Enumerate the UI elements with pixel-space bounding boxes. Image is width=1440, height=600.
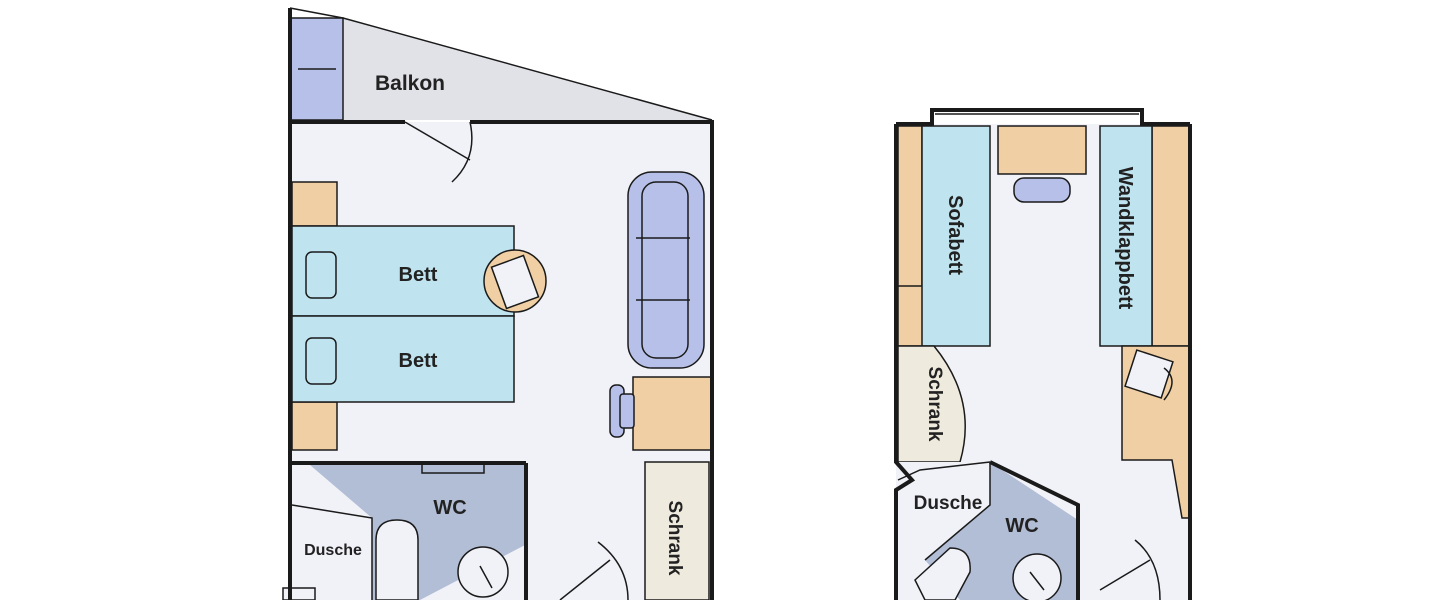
cabin-right-wall-left — [894, 124, 916, 600]
pillow-top — [305, 251, 337, 299]
bathroom-left: WC Dusche — [282, 462, 526, 600]
bath-right-wall — [989, 460, 1080, 600]
shower-partition — [291, 504, 373, 600]
shower-right-label: Dusche — [914, 493, 983, 514]
sink-right-tap — [1029, 571, 1045, 591]
bathroom-right: Dusche WC — [897, 461, 1078, 600]
balcony-label: Balkon — [375, 72, 445, 95]
wall-bed-frame — [1151, 125, 1191, 347]
sofa-bed-label: Sofabett — [944, 195, 966, 275]
balcony-railing — [342, 17, 713, 121]
wc-left-label: WC — [433, 497, 466, 519]
entry-right-door-leaf — [1099, 559, 1151, 591]
nightstand-top — [291, 181, 338, 227]
wc-right-label: WC — [1005, 515, 1038, 537]
cabin-right: Sofabett Wandklappbett Schrank Dusche WC — [894, 108, 1192, 600]
entry-door-leaf — [559, 559, 611, 600]
desk-left — [632, 376, 712, 451]
balcony-door-swing — [451, 121, 473, 183]
sofa-bed — [921, 125, 991, 347]
shower-tray — [282, 587, 316, 600]
closet-left-label: Schrank — [664, 501, 685, 576]
desk-stool-seat — [619, 393, 635, 429]
sink-right — [1012, 553, 1062, 600]
shower-right-partition — [924, 462, 991, 561]
toilet-right — [914, 547, 971, 600]
bed-top-label: Bett — [399, 264, 438, 286]
nightstand-bottom — [291, 401, 338, 451]
desk-top-stool — [1013, 177, 1071, 203]
balcony-door-leaf — [404, 121, 471, 161]
toilet — [375, 519, 419, 600]
vanity-chair-back — [1163, 367, 1173, 401]
desk-top — [997, 125, 1087, 175]
bed-bottom-label: Bett — [399, 350, 438, 372]
table-chair — [490, 254, 540, 310]
closet-left — [644, 461, 710, 600]
closet-right — [897, 345, 966, 463]
sink-tap — [479, 565, 493, 589]
cabin-left: Balkon Bett Bett Schrank — [282, 7, 714, 600]
closet-right-label: Schrank — [924, 367, 945, 442]
entry-door-swing — [597, 541, 629, 600]
pillow-bottom — [305, 337, 337, 385]
vanity-chair — [1124, 349, 1174, 399]
wall-bed-label: Wandklappbett — [1114, 167, 1136, 310]
balcony-edge — [289, 7, 344, 19]
window-bay — [896, 108, 1190, 126]
entry-right-door-swing — [1134, 539, 1161, 600]
wall-bed — [1099, 125, 1153, 347]
sofa — [627, 171, 705, 369]
bath-right-entry — [897, 461, 991, 481]
shower-left-label: Dusche — [304, 542, 362, 559]
